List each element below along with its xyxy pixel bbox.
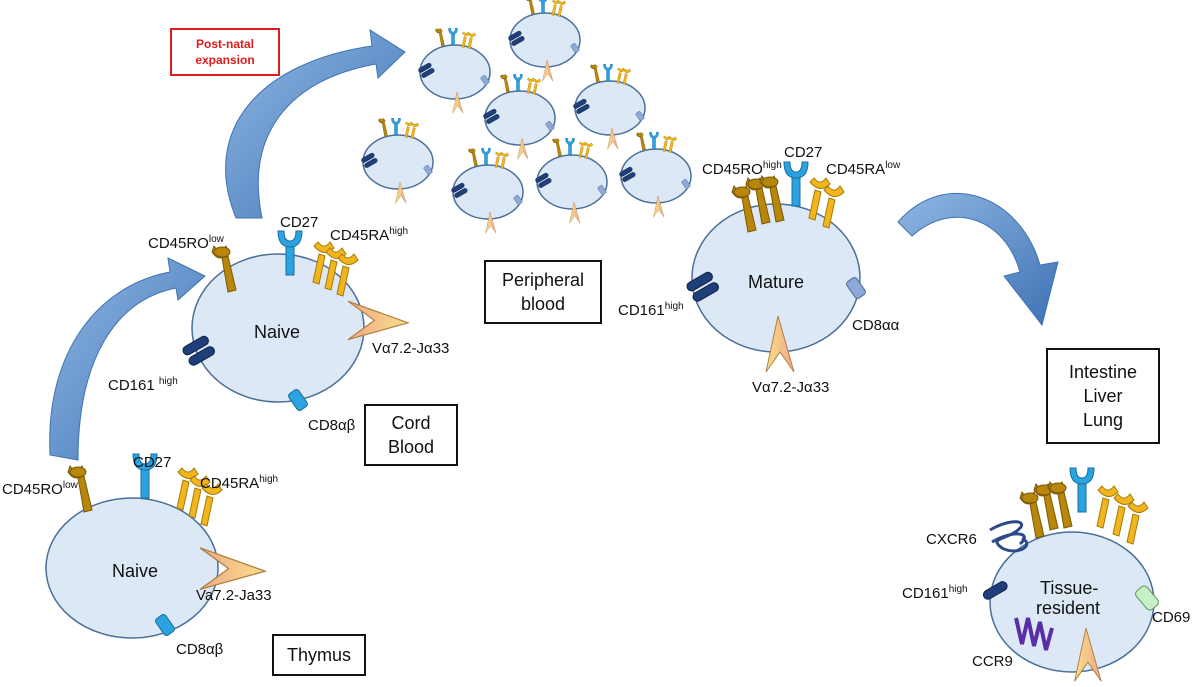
mature-cell-title: Mature: [748, 272, 804, 292]
cord-cd161-label: CD161 high: [108, 376, 178, 394]
tissue-cd161-label: CD161high: [902, 584, 968, 602]
thymus-cd27-label: CD27: [133, 454, 171, 471]
post-natal-line1: Post-natal: [195, 37, 254, 51]
thymus-cell-body: [45, 497, 219, 639]
cd27-receptor-icon: [783, 161, 809, 207]
tissue-resident-cell: Tissue- resident CXCR6 CD161high CCR9 CD…: [902, 467, 1190, 682]
cd45ro-receptor-icon: [1019, 491, 1045, 539]
cd161-receptor-icon: [982, 581, 1008, 600]
arrow-postnatal-expansion: [225, 29, 406, 219]
post-natal-line2: expansion: [195, 53, 255, 67]
cord-tcr-label: Vα7.2-Jα33: [372, 340, 449, 357]
mature-cd161-label: CD161high: [618, 301, 684, 319]
cord-cd8-label: CD8αβ: [308, 417, 356, 434]
tcr-chevron-icon: [347, 300, 410, 341]
cd45ra-receptor-icon: [1126, 501, 1149, 545]
cord-cd45ro-label: CD45ROlow: [148, 234, 225, 252]
post-natal-expansion-label: Post-natal expansion: [170, 28, 280, 76]
cord-line2: Blood: [387, 437, 435, 457]
thymus-naive-cell: Naive CD45ROlow CD27 CD45RAhigh Va7.2-Ja…: [2, 453, 278, 658]
cord-cd45ra-label: CD45RAhigh: [330, 226, 408, 244]
peripheral-blood-label: Peripheral blood: [484, 260, 602, 324]
tissue-lung: Lung: [1082, 410, 1124, 430]
mature-cell: Mature CD45ROhigh CD27 CD45RAlow CD161hi…: [618, 144, 901, 396]
mature-cd27-label: CD27: [784, 144, 822, 161]
mature-cd45ro-label: CD45ROhigh: [702, 160, 782, 178]
tissue-cell-title-line1: Tissue-: [1040, 578, 1098, 598]
thymus-text: Thymus: [286, 645, 351, 665]
cord-cell-title: Naive: [254, 322, 300, 342]
cord-blood-label: Cord Blood: [364, 404, 458, 466]
cord-line1: Cord: [391, 413, 431, 433]
tissue-intestine: Intestine: [1068, 362, 1138, 382]
tcr-chevron-icon: [199, 547, 268, 591]
cd45ra-receptor-icon: [822, 185, 845, 229]
ccr9-receptor-icon: [1014, 617, 1054, 651]
thymus-cd8-label: CD8αβ: [176, 641, 224, 658]
cd27-receptor-icon: [1069, 467, 1095, 513]
cd45ra-receptor-icon: [1096, 485, 1119, 529]
thymus-cd45ro-label: CD45ROlow: [2, 480, 79, 498]
arrow-to-tissues: [897, 193, 1059, 327]
tissue-cxcr6-label: CXCR6: [926, 531, 977, 548]
tissues-label: Intestine Liver Lung: [1046, 348, 1160, 444]
thymus-label: Thymus: [272, 634, 366, 676]
thymus-cell-title: Naive: [112, 561, 158, 581]
peripheral-line1: Peripheral: [501, 270, 585, 290]
peripheral-blood-cells: [361, 0, 691, 233]
mature-tcr-label: Vα7.2-Jα33: [752, 379, 829, 396]
tissue-ccr9-label: CCR9: [972, 653, 1013, 670]
cd69-receptor-icon: [1135, 585, 1159, 611]
mature-cd8-label: CD8αα: [852, 317, 900, 334]
tissue-liver: Liver: [1083, 386, 1123, 406]
tissue-cell-title-line2: resident: [1036, 598, 1100, 618]
cord-blood-naive-cell: Naive CD45ROlow CD27 CD45RAhigh Vα7.2-Jα…: [108, 214, 449, 434]
cord-cd27-label: CD27: [280, 214, 318, 231]
tissue-cd69-label: CD69: [1152, 609, 1190, 626]
thymus-tcr-label: Va7.2-Ja33: [196, 587, 272, 604]
thymus-cd45ra-label: CD45RAhigh: [200, 474, 278, 492]
mature-cd45ra-label: CD45RAlow: [826, 160, 901, 178]
arrow-thymus-to-cord: [49, 257, 206, 461]
peripheral-line2: blood: [520, 294, 566, 314]
